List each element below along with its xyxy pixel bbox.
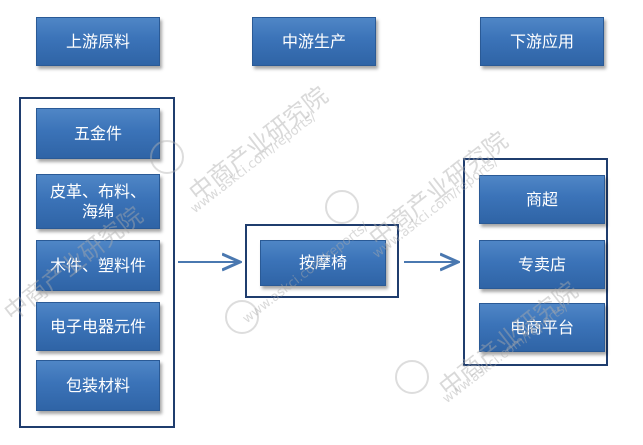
upstream-item-hardware: 五金件: [36, 108, 160, 159]
upstream-item-packaging: 包装材料: [36, 360, 160, 411]
upstream-item-label: 电子电器元件: [49, 316, 146, 336]
downstream-item-label: 电商平台: [509, 317, 574, 337]
midstream-group: [245, 224, 399, 298]
midstream-item-label: 按摩椅: [298, 253, 347, 272]
header-midstream-label: 中游生产: [281, 31, 346, 51]
header-downstream-label: 下游应用: [509, 31, 574, 51]
upstream-item-label: 皮革、布料、海绵: [49, 181, 146, 221]
downstream-item-label: 专卖店: [517, 254, 566, 274]
upstream-item-label: 五金件: [73, 123, 122, 143]
upstream-item-label: 木件、塑料件: [49, 255, 146, 275]
downstream-item-supermarket: 商超: [479, 175, 605, 224]
downstream-item-ecommerce: 电商平台: [479, 303, 605, 352]
upstream-item-electronics: 电子电器元件: [36, 302, 160, 351]
header-upstream-label: 上游原料: [65, 31, 130, 51]
header-upstream: 上游原料: [36, 17, 160, 66]
downstream-item-label: 商超: [525, 189, 558, 209]
upstream-item-label: 包装材料: [65, 375, 130, 395]
upstream-group: [19, 97, 175, 428]
downstream-group: [463, 158, 608, 366]
upstream-item-leather: 皮革、布料、海绵: [36, 174, 160, 229]
downstream-item-specialty-store: 专卖店: [479, 240, 605, 289]
header-midstream: 中游生产: [252, 17, 376, 66]
header-downstream: 下游应用: [480, 17, 604, 66]
midstream-item-massage-chair: 按摩椅: [260, 240, 386, 286]
upstream-item-wood-plastic: 木件、塑料件: [36, 240, 160, 291]
